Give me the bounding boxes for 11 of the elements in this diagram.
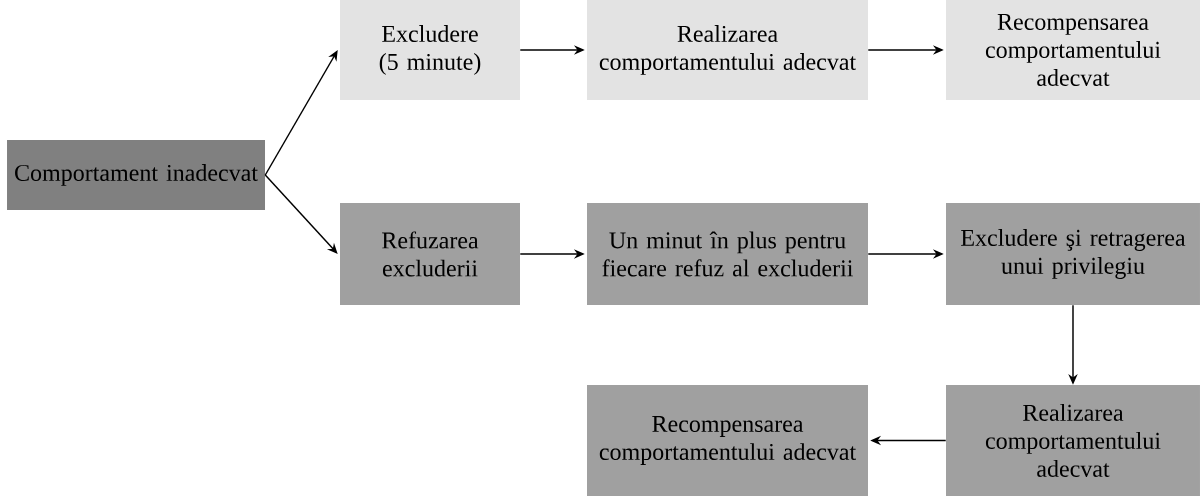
- process-box: Realizarea comportamentului adecvat: [946, 385, 1200, 496]
- process-box: Realizarea comportamentului adecvat: [587, 0, 868, 100]
- arrow: [264, 174, 338, 254]
- process-box: Excludere şi retragerea unui privilegiu: [946, 203, 1200, 305]
- process-box: Comportament inadecvat: [7, 140, 265, 210]
- process-box: Un minut în plus pentru fiecare refuz al excluderii: [587, 203, 868, 305]
- process-box: Recompensarea comportamentului adecvat: [946, 0, 1200, 100]
- arrow: [264, 50, 338, 176]
- process-box: Recompensarea comportamentului adecvat: [587, 385, 868, 496]
- process-box: Refuzarea excluderii: [340, 203, 520, 305]
- process-box: Excludere (5 minute): [340, 0, 520, 100]
